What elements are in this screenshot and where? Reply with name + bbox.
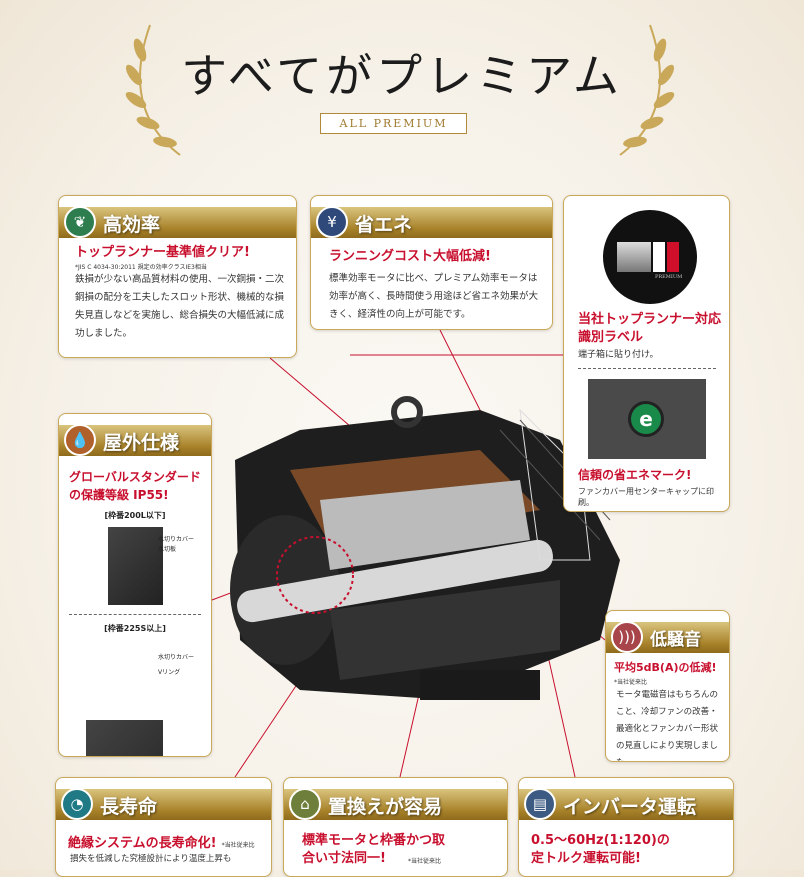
card-headline: 絶縁システムの長寿命化!: [68, 836, 217, 851]
fig1-label: 水切りカバー: [158, 536, 195, 543]
card-body: モータ電磁音はもちろんのこと、冷却ファンの改善・最適化とファンカバー形状の見直し…: [616, 690, 719, 761]
label-body: 端子箱に貼り付け。: [578, 350, 659, 360]
fig1-caption: [枠番200L以下]: [104, 511, 166, 520]
fig1-image: [108, 527, 163, 605]
energy-mark-photo: e: [588, 379, 706, 459]
card-note: *当社従来比: [614, 679, 648, 686]
label-headline: 当社トップランナー対応識別ラベル: [578, 312, 722, 345]
card-headline: 0.5〜60Hz(1:120)の定トルク運転可能!: [531, 833, 670, 866]
page-subtitle: ALL PREMIUM: [320, 113, 467, 134]
inverter-icon: ▤: [524, 788, 556, 820]
card-efficiency: ❦ 高効率 トップランナー基準値クリア! *JIS C 4034-30:2011 …: [58, 195, 297, 358]
fig2-caption: [枠番225S以上]: [104, 624, 166, 633]
card-body: 損失を低減した究極設計により温度上昇も: [70, 854, 232, 864]
card-easy-replacement: ⌂ 置換えが容易 標準モータと枠番かつ取合い寸法同一! *当社従来比: [283, 777, 508, 877]
card-note: *JIS C 4034-30:2011 規定の効率クラスIE3相当: [75, 264, 207, 271]
sound-icon: ))): [611, 621, 643, 653]
fig2-label: 水切りカバー: [158, 654, 195, 661]
mark-body: ファンカバー用センターキャップに印刷。: [578, 487, 714, 507]
water-drops-icon: 💧: [64, 424, 96, 456]
laurel-right-icon: [619, 24, 675, 156]
yen-purse-icon: ¥: [316, 206, 348, 238]
card-title: インバータ運転: [563, 796, 697, 818]
card-body: 鉄損が少ない高品質材料の使用、一次銅損・二次銅損の配分を工夫したスロット形状、機…: [75, 274, 285, 339]
card-note: *当社従来比: [221, 842, 255, 849]
card-title: 省エネ: [355, 214, 413, 236]
card-title: 置換えが容易: [328, 796, 443, 818]
card-headline: 平均5dB(A)の低減!: [614, 661, 717, 674]
card-inverter: ▤ インバータ運転 0.5〜60Hz(1:120)の定トルク運転可能!: [518, 777, 734, 877]
card-low-noise: ))) 低騒音 平均5dB(A)の低減! *当社従来比 モータ電磁音はもちろんのこ…: [605, 610, 730, 762]
card-long-life: ◔ 長寿命 絶縁システムの長寿命化! *当社従来比 損失を低減した究極設計により温…: [55, 777, 272, 877]
card-headline: グローバルスタンダードの保護等級 IP55!: [69, 470, 201, 502]
card-energy-saving: ¥ 省エネ ランニングコスト大幅低減! 標準効率モータに比べ、プレミアム効率モータ…: [310, 195, 553, 330]
card-title: 屋外仕様: [103, 432, 180, 454]
card-note: *当社従来比: [408, 858, 442, 865]
fig1-label: 水切板: [158, 546, 177, 553]
fig2-image: [86, 720, 163, 756]
card-title: 長寿命: [100, 796, 158, 818]
card-headline: トップランナー基準値クリア!: [75, 245, 250, 260]
clock-icon: ◔: [61, 788, 93, 820]
card-headline: 標準モータと枠番かつ取合い寸法同一!: [302, 833, 446, 866]
page-title: すべてがプレミアム: [181, 49, 623, 103]
leaf-icon: ❦: [64, 206, 96, 238]
card-title: 低騒音: [650, 630, 701, 650]
fig2-label: Vリング: [158, 669, 181, 676]
laurel-left-icon: [125, 24, 181, 156]
card-title: 高効率: [103, 214, 161, 236]
top-runner-logo: PREMIUM: [603, 210, 697, 304]
mark-headline: 信頼の省エネマーク!: [578, 468, 692, 482]
card-body: 標準効率モータに比べ、プレミアム効率モータは効率が高く、長時間使う用途ほど省エネ…: [329, 273, 539, 320]
card-outdoor: 💧屋外仕様 グローバルスタンダードの保護等級 IP55! [枠番200L以下] …: [58, 413, 212, 757]
card-headline: ランニングコスト大幅低減!: [329, 249, 491, 264]
card-label: PREMIUM 当社トップランナー対応識別ラベル 端子箱に貼り付け。 e 信頼の…: [563, 195, 730, 512]
motor-frame-icon: ⌂: [289, 788, 321, 820]
